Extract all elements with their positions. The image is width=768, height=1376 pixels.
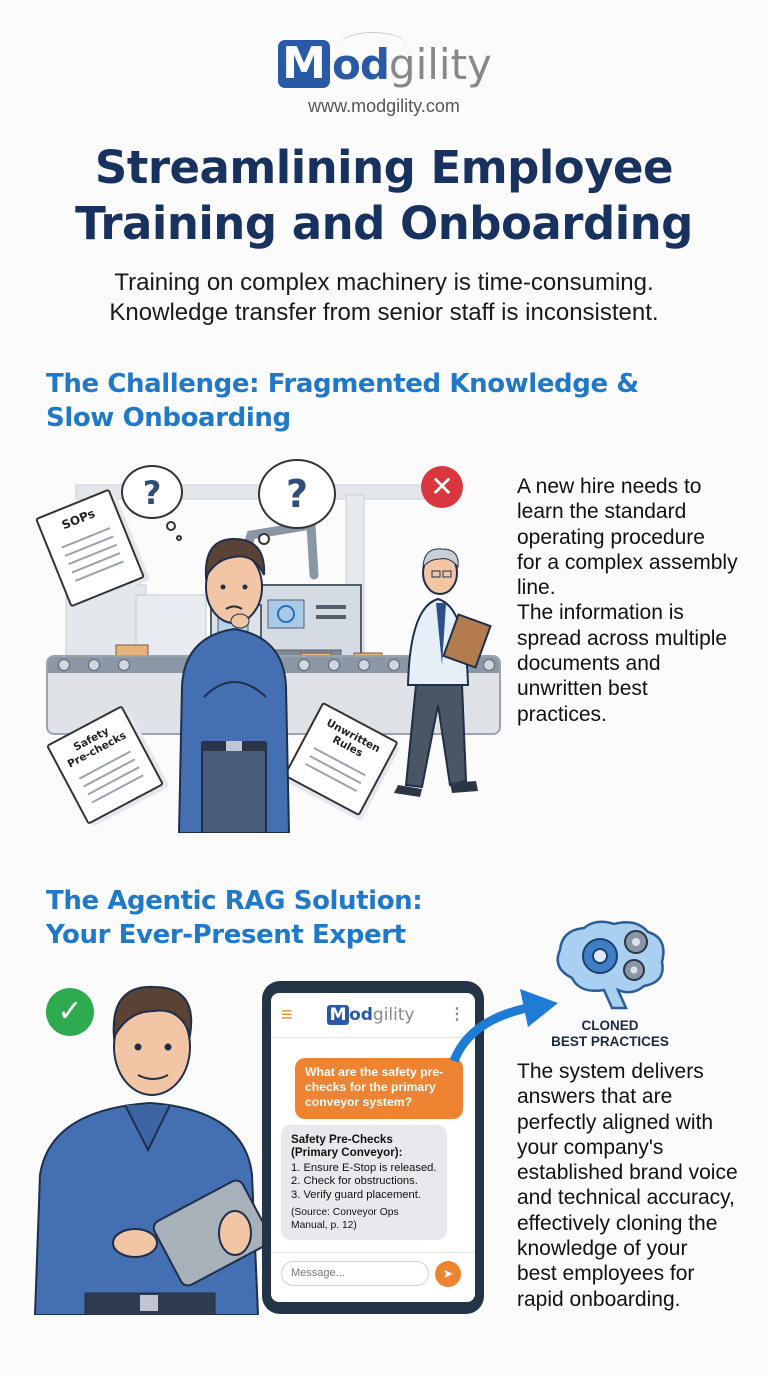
solution-text-line: perfectly aligned with (517, 1110, 714, 1134)
thought-bubble-right: ? (258, 459, 336, 529)
solution-text-line: knowledge of your (517, 1237, 688, 1261)
solution-text-line: effectively cloning the (517, 1211, 718, 1235)
user-message-bubble: What are the safety pre-checks for the p… (295, 1058, 463, 1119)
challenge-text-line: unwritten best (517, 677, 648, 701)
input-divider (271, 1252, 475, 1253)
more-options-icon[interactable]: ⋮ (449, 1006, 465, 1023)
challenge-text-line: spread across multiple (517, 626, 728, 650)
challenge-description: A new hire needs to learn the standard o… (517, 474, 757, 727)
solution-heading-line-1: The Agentic RAG Solution: (46, 886, 423, 916)
app-logo-light: gility (372, 1005, 415, 1025)
subtitle-line-2: Knowledge transfer from senior staff is … (109, 299, 659, 326)
logo-mark: M (278, 40, 330, 88)
challenge-illustration: ? ? SOPs Safety Pre-checks Unwritten Rul… (34, 455, 506, 835)
confused-new-hire-icon (177, 537, 291, 833)
solution-text-line: answers that are (517, 1085, 673, 1109)
challenge-text-line: line. (517, 576, 556, 600)
website-url: www.modgility.com (308, 96, 460, 116)
page-title: Streamlining Employee Training and Onboa… (0, 140, 768, 252)
solution-text-line: and technical accuracy, (517, 1186, 735, 1210)
solution-heading-line-2: Your Ever-Present Expert (46, 920, 406, 950)
brain-gears-icon (556, 920, 665, 1010)
senior-staff-icon (394, 548, 492, 797)
solution-description: The system delivers answers that are per… (517, 1059, 757, 1312)
challenge-text-line: documents and (517, 652, 661, 676)
confident-employee-icon (33, 985, 265, 1315)
challenge-text-line: practices. (517, 702, 607, 726)
thought-dot (166, 521, 176, 531)
app-logo-bold: od (349, 1005, 373, 1025)
challenge-heading: The Challenge: Fragmented Knowledge & Sl… (46, 367, 639, 435)
challenge-text-line: A new hire needs to (517, 475, 702, 498)
check-icon: ✓ (46, 988, 94, 1036)
assistant-answer-title: Safety Pre-Checks (Primary Conveyor): (291, 1133, 403, 1160)
brain-label-line-1: CLONED (581, 1018, 639, 1033)
hamburger-menu-icon[interactable]: ≡ (281, 1004, 293, 1026)
solution-text-line: The system delivers (517, 1060, 704, 1083)
thought-dot (258, 533, 270, 545)
answer-source: (Source: Conveyor Ops Manual, p. 12) (291, 1207, 399, 1231)
app-logo-mark: M (327, 1005, 350, 1025)
send-icon[interactable]: ➤ (435, 1261, 461, 1287)
page-title-line-1: Streamlining Employee (94, 141, 674, 194)
arrow-icon (449, 989, 558, 1063)
answer-step: 3. Verify guard placement. (291, 1188, 421, 1201)
challenge-text-line: for a complex assembly (517, 550, 738, 574)
solution-text-line: your company's (517, 1135, 664, 1159)
cloned-best-practices-label: CLONED BEST PRACTICES (540, 1018, 680, 1050)
challenge-heading-line-2: Slow Onboarding (46, 403, 291, 433)
solution-text-line: best employees for (517, 1262, 695, 1286)
answer-step: 1. Ensure E-Stop is released. (291, 1161, 437, 1174)
solution-text-line: established brand voice (517, 1161, 738, 1185)
page-subtitle: Training on complex machinery is time-co… (0, 268, 768, 328)
subtitle-line-1: Training on complex machinery is time-co… (114, 269, 654, 296)
page-title-line-2: Training and Onboarding (75, 197, 693, 250)
challenge-text-line: learn the standard (517, 500, 687, 524)
challenge-text-line: operating procedure (517, 525, 705, 549)
logo-arc-decoration (338, 32, 408, 62)
brain-label-line-2: BEST PRACTICES (551, 1034, 669, 1049)
solution-text-line: rapid onboarding. (517, 1287, 681, 1311)
thought-dot (176, 535, 182, 541)
x-icon: ✕ (421, 466, 463, 508)
answer-step: 2. Check for obstructions. (291, 1175, 418, 1188)
solution-heading: The Agentic RAG Solution: Your Ever-Pres… (46, 884, 423, 952)
assistant-message-bubble: Safety Pre-Checks (Primary Conveyor): 1.… (281, 1125, 447, 1241)
message-input[interactable]: Message... (281, 1261, 429, 1286)
challenge-text-line: The information is (517, 601, 684, 625)
thought-bubble-left: ? (121, 465, 183, 519)
challenge-heading-line-1: The Challenge: Fragmented Knowledge & (46, 369, 639, 399)
